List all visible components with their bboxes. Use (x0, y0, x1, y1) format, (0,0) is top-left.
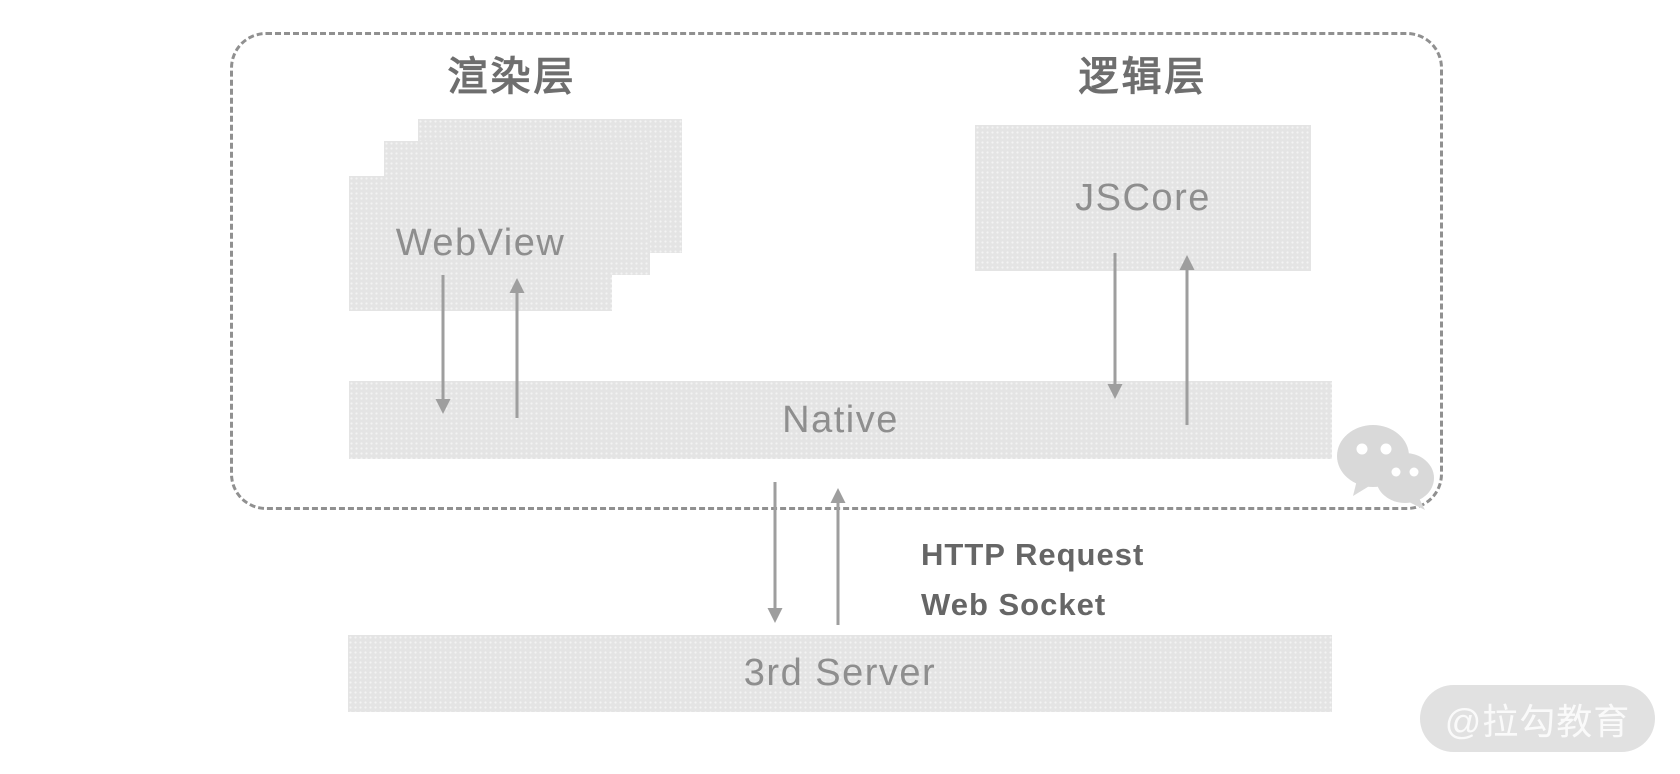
jscore-box-label: JSCore (1075, 176, 1211, 219)
third-server-bar: 3rd Server (348, 635, 1332, 712)
watermark-label: @拉勾教育 (1444, 700, 1631, 742)
protocol-label-websocket: Web Socket (921, 587, 1107, 622)
arrow-native-to-server-down (767, 482, 783, 623)
watermark-badge: @拉勾教育 (1420, 685, 1655, 752)
arrow-jscore-to-native-down (1107, 253, 1123, 399)
arrow-server-to-native-up (830, 488, 846, 625)
third-server-bar-label: 3rd Server (743, 652, 937, 694)
webview-box: WebView (349, 176, 612, 311)
native-bar-label: Native (782, 398, 899, 441)
render-layer-title: 渲染层 (447, 55, 577, 99)
native-bar: Native (349, 381, 1332, 459)
wechat-logo-icon (1337, 425, 1434, 510)
arrow-webview-to-native-down (435, 275, 451, 414)
jscore-box: JSCore (975, 125, 1311, 271)
arrow-native-to-jscore-up (1179, 255, 1195, 425)
webview-box-label: WebView (395, 222, 566, 264)
logic-layer-title: 逻辑层 (1078, 55, 1208, 99)
protocol-label-http: HTTP Request (921, 537, 1145, 572)
arrow-native-to-webview-up (509, 278, 525, 418)
